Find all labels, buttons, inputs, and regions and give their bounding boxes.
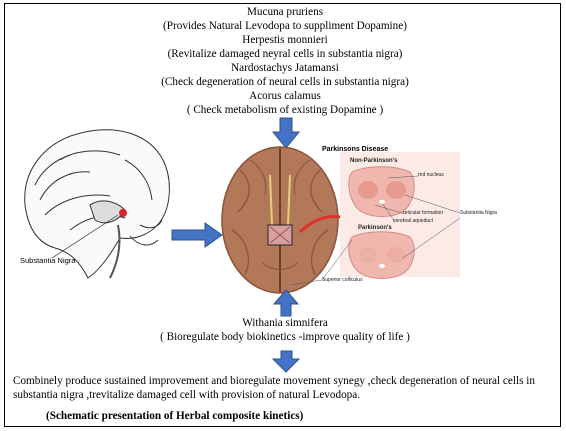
label-reticular-formation: reticular formation [403, 210, 444, 216]
label-cerebral-aqueduct: cerebral aqueduct [393, 218, 434, 224]
substantia-nigra-leader [51, 214, 119, 259]
pd-label: Parkinson's [358, 225, 392, 231]
arrow-up-withania [272, 289, 300, 317]
substantia-nigra-label: Substantia Nigra [20, 256, 76, 265]
arrow-down-herbs [271, 117, 301, 149]
herb-name: Acorus calamus [249, 90, 321, 102]
figure-frame [4, 3, 561, 427]
label-substantia-nigra: Substantia Nigra [460, 210, 497, 216]
herb-list: Mucuna pruriens (Provides Natural Levodo… [120, 5, 450, 117]
parkinsons-inset [289, 152, 461, 286]
herb-name: Mucuna pruriens [246, 6, 324, 18]
substantia-nigra-marker [119, 209, 127, 217]
herb-name: Nardostachys Jatamansi [231, 62, 339, 74]
herb-name: Herpestis monnieri [242, 34, 328, 46]
herb-effect: ( Check metabolism of existing Dopamine … [186, 104, 384, 116]
non-pd-label: Non-Parkinson's [350, 158, 398, 164]
withania-block: Withania simnifera ( Bioregulate body bi… [120, 316, 450, 344]
arrow-down-combined [271, 350, 301, 373]
label-superior-colliculus: Superior colliculus [322, 277, 363, 283]
parkinsons-title: Parkinsons Disease [322, 146, 389, 153]
figure-caption: (Schematic presentation of Herbal compos… [46, 410, 304, 422]
herb-effect: (Check degeneration of neural cells in s… [161, 76, 409, 88]
herb-effect: (Revitalize damaged neyral cells in subs… [167, 48, 403, 60]
label-red-nucleus: red nucleus [418, 172, 444, 178]
herb-effect: (Provides Natural Levodopa to suppliment… [163, 20, 407, 32]
withania-name: Withania simnifera [242, 317, 328, 329]
brain-inferior-image [221, 146, 339, 294]
arrow-right-brain [171, 222, 223, 248]
sagittal-brain-image [24, 129, 170, 279]
withania-effect: ( Bioregulate body biokinetics -improve … [160, 331, 410, 343]
combined-effect-text: Combinely produce sustained improvement … [13, 375, 535, 401]
